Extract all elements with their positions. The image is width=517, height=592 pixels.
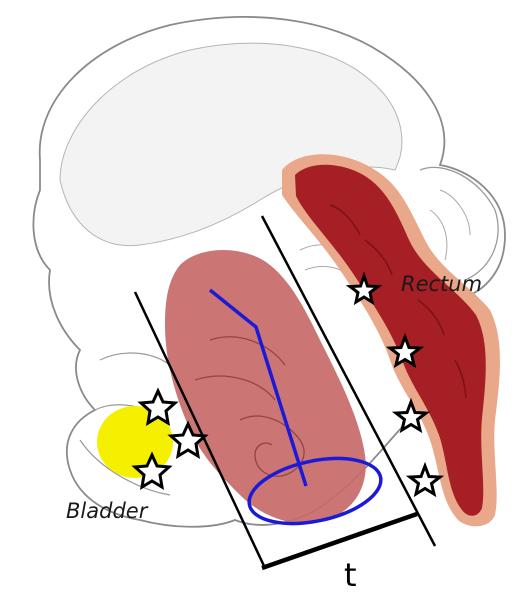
- thickness-label: t: [344, 556, 357, 592]
- rectum-label: Rectum: [401, 272, 482, 296]
- star-icon: [410, 466, 440, 494]
- bladder-label: Bladder: [66, 499, 149, 523]
